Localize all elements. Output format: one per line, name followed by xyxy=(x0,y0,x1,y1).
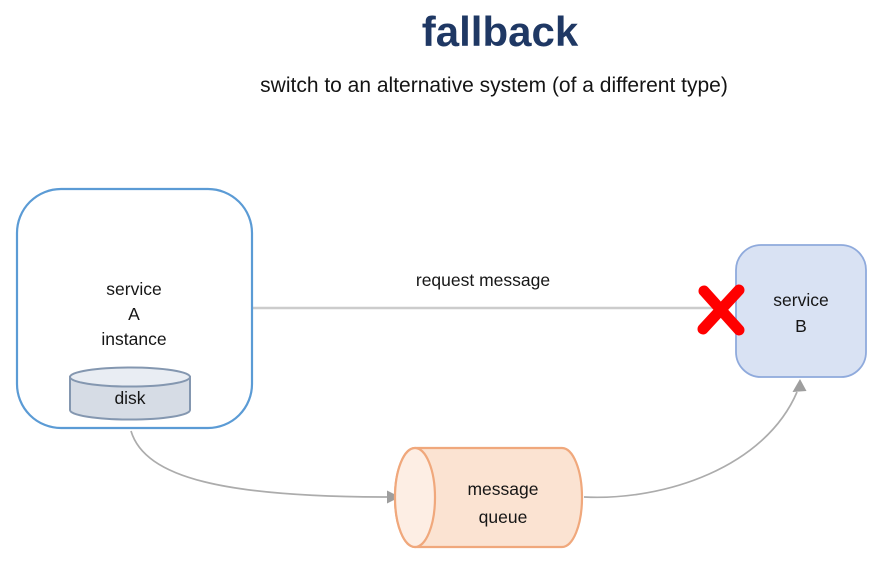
service-a-box xyxy=(15,187,254,430)
disk-cylinder-cap xyxy=(69,366,191,388)
disk-cylinder-body xyxy=(69,376,191,421)
red-x-icon xyxy=(697,284,745,336)
arrowhead-to-queue-icon xyxy=(387,490,400,504)
service-b-box xyxy=(735,244,867,378)
arrowhead-to-service-b-icon xyxy=(792,379,807,392)
message-queue-cylinder-cap xyxy=(393,446,437,549)
connector-service-a-to-queue xyxy=(130,430,389,498)
connector-queue-to-service-b xyxy=(583,391,798,499)
